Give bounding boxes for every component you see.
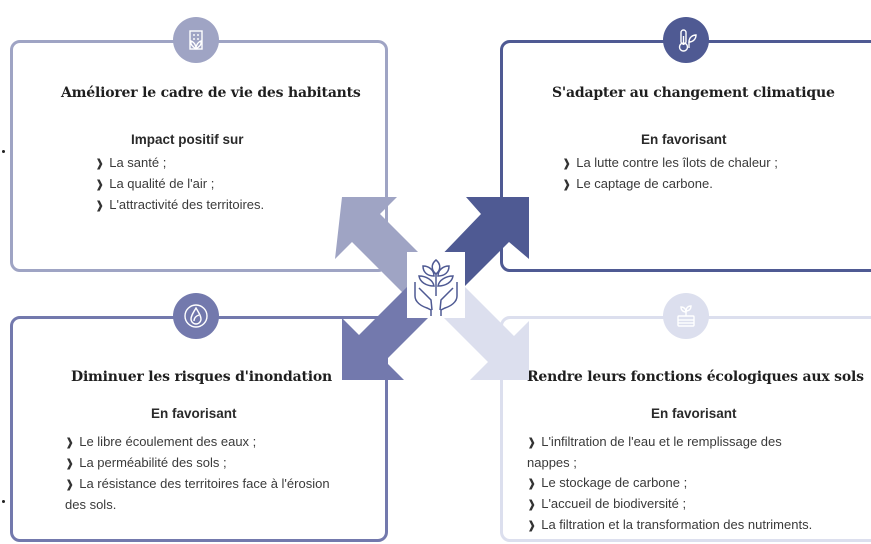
water-drop-leaf-icon [173,293,219,339]
card-subtitle: Impact positif sur [131,132,244,147]
card-title: Diminuer les risques d'inondation [71,369,332,385]
list-item: ❱La filtration et la transformation des … [527,517,813,532]
edge-dot-top [2,150,5,153]
card-list: ❱Le libre écoulement des eaux ; ❱La perm… [65,432,335,515]
list-item: ❱La santé ; [95,155,167,170]
list-item: ❱L'attractivité des territoires. [95,197,265,212]
edge-dot-bottom [2,500,5,503]
list-item: ❱Le stockage de carbone ; [527,475,688,490]
thermometer-leaf-icon [663,17,709,63]
card-list: ❱L'infiltration de l'eau et le remplissa… [527,432,827,536]
card-title: S'adapter au changement climatique [552,85,835,101]
list-item: ❱Le libre écoulement des eaux ; [65,434,257,449]
card-subtitle: En favorisant [651,406,737,421]
card-soil-functions: Rendre leurs fonctions écologiques aux s… [500,316,871,542]
hands-plant-icon [407,252,465,318]
list-item: ❱La lutte contre les îlots de chaleur ; [562,155,778,170]
card-subtitle: En favorisant [641,132,727,147]
list-item: ❱La résistance des territoires face à l'… [65,476,330,512]
card-subtitle: En favorisant [151,406,237,421]
list-item: ❱Le captage de carbone. [562,176,713,191]
card-title: Améliorer le cadre de vie des habitants [61,85,361,101]
card-title: Rendre leurs fonctions écologiques aux s… [527,369,864,385]
card-improve-living: Améliorer le cadre de vie des habitants … [10,40,388,272]
list-item: ❱La perméabilité des sols ; [65,455,227,470]
soil-sprout-icon [663,293,709,339]
card-list: ❱La santé ; ❱La qualité de l'air ; ❱L'at… [95,153,264,216]
list-item: ❱L'accueil de biodiversité ; [527,496,687,511]
list-item: ❱La qualité de l'air ; [95,176,215,191]
list-item: ❱L'infiltration de l'eau et le remplissa… [527,434,782,470]
card-list: ❱La lutte contre les îlots de chaleur ; … [562,153,778,195]
building-leaf-icon [173,17,219,63]
